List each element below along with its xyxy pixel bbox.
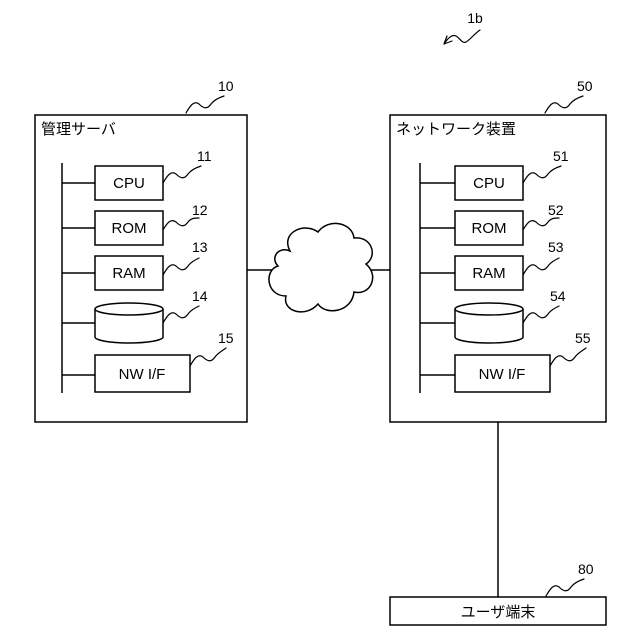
- user-terminal-title: ユーザ端末: [461, 604, 536, 621]
- management-server: 管理サーバ 10 CPU 11 ROM 12 RAM 13 14: [35, 78, 247, 422]
- network-device: ネットワーク装置 50 CPU 51 ROM 52 RAM 53 54: [390, 78, 606, 422]
- nw-if-label: NW I/F: [119, 366, 166, 383]
- cpu-ref: 11: [197, 148, 212, 164]
- network-cloud-icon: [269, 223, 373, 311]
- user-terminal-ref-squiggle-icon: [546, 579, 584, 596]
- storage-cylinder-icon: [95, 303, 163, 343]
- rom-ref: 12: [192, 202, 208, 218]
- rom-label: ROM: [112, 220, 147, 237]
- figure-reference: 1b: [444, 10, 483, 44]
- ram-ref: 53: [548, 239, 564, 255]
- figure-ref-label: 1b: [467, 10, 483, 26]
- storage-cylinder-icon: [455, 303, 523, 343]
- network-device-title: ネットワーク装置: [396, 121, 516, 138]
- ram-label: RAM: [472, 265, 505, 282]
- rom-ref: 52: [548, 202, 564, 218]
- management-server-ref: 10: [218, 78, 234, 94]
- cpu-ref: 51: [553, 148, 569, 164]
- nw-if-ref: 55: [575, 330, 591, 346]
- management-server-title: 管理サーバ: [41, 121, 116, 138]
- management-server-ref-squiggle-icon: [186, 96, 224, 113]
- storage-ref: 54: [550, 288, 566, 304]
- ram-ref: 13: [192, 239, 208, 255]
- storage-ref: 14: [192, 288, 208, 304]
- user-terminal-ref: 80: [578, 561, 594, 577]
- network-device-ref: 50: [577, 78, 593, 94]
- nw-if-label: NW I/F: [479, 366, 526, 383]
- cpu-label: CPU: [473, 175, 505, 192]
- nw-if-ref: 15: [218, 330, 234, 346]
- ram-label: RAM: [112, 265, 145, 282]
- network-device-ref-squiggle-icon: [545, 96, 583, 113]
- cpu-label: CPU: [113, 175, 145, 192]
- rom-label: ROM: [472, 220, 507, 237]
